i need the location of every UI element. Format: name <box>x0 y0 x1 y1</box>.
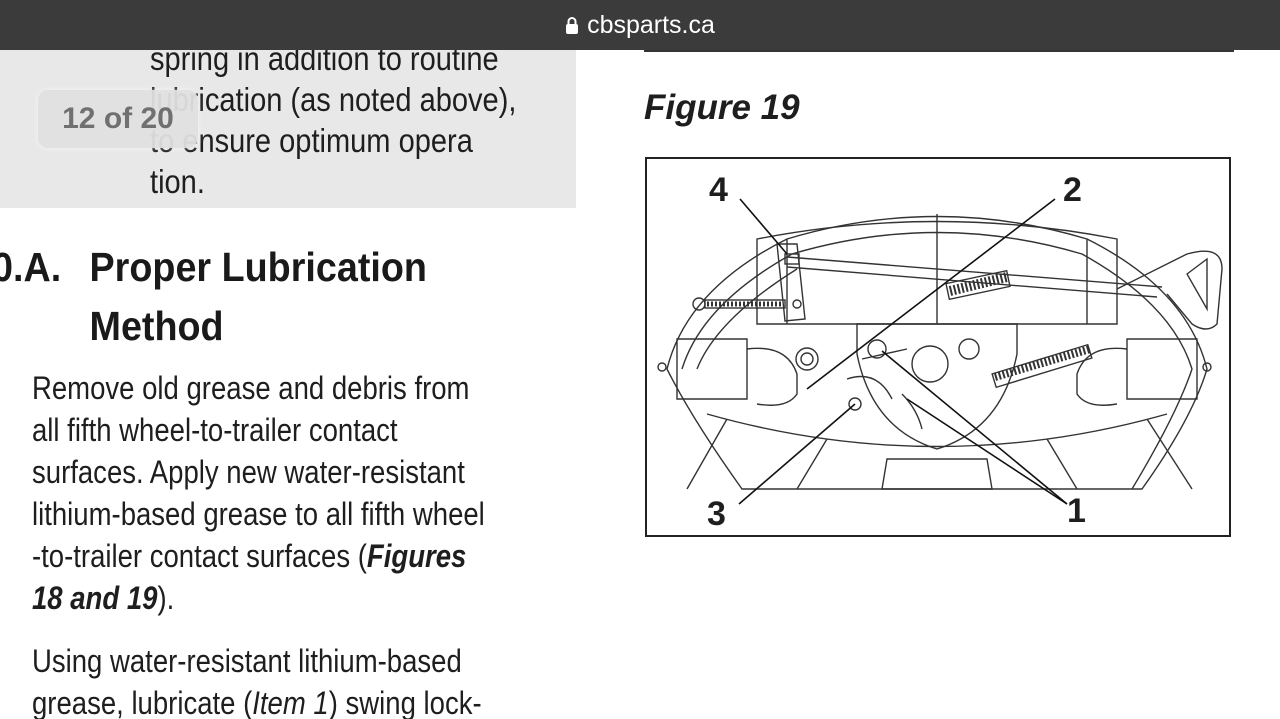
text-line: lithium-based grease to all fifth wheel <box>32 496 485 532</box>
browser-address-bar[interactable]: cbsparts.ca <box>0 0 1280 50</box>
lock-icon <box>566 17 579 34</box>
document-page[interactable]: spring in addition to routine lubricatio… <box>0 50 1280 719</box>
fifth-wheel-diagram <box>657 198 1223 505</box>
text-fragment: ). <box>157 580 175 616</box>
text-line: grease, lubricate (Item 1) swing lock- <box>32 682 514 719</box>
item-reference: Item 1 <box>252 685 329 719</box>
text-line: 18 and 19). <box>32 577 514 619</box>
divider <box>644 50 1234 52</box>
section-title-line-2: Method <box>89 303 224 349</box>
figure-illustration: 4 2 3 1 <box>645 157 1231 537</box>
text-line: to ensure optimum opera <box>150 122 473 159</box>
previous-paragraph: spring in addition to routine lubricatio… <box>150 50 520 202</box>
text-line: Remove old grease and debris from <box>32 370 470 406</box>
section-title-line-1: Proper Lubrication <box>89 244 427 290</box>
page-indicator: 12 of 20 <box>38 90 198 148</box>
callout-label: 2 <box>1063 171 1082 209</box>
figure-title: Figure 19 <box>644 88 800 127</box>
text-line: -to-trailer contact surfaces (Figures <box>32 535 514 577</box>
paragraph-2: Using water-resistant lithium-based grea… <box>32 640 514 719</box>
text-fragment: -to-trailer contact surfaces ( <box>32 538 367 574</box>
text-fragment: ) swing lock- <box>328 685 482 719</box>
figure-reference[interactable]: Figures <box>366 538 467 574</box>
callout-label: 3 <box>707 495 726 533</box>
text-line: lubrication (as noted above), <box>150 81 517 118</box>
section-number: 0.A. <box>0 244 62 290</box>
text-line: tion. <box>150 163 205 200</box>
text-line: Using water-resistant lithium-based <box>32 643 462 679</box>
callout-label: 4 <box>709 171 728 209</box>
text-fragment: grease, lubricate ( <box>32 685 253 719</box>
callout-label: 1 <box>1067 492 1086 530</box>
url-text: cbsparts.ca <box>587 10 715 39</box>
paragraph-1: Remove old grease and debris from all fi… <box>32 367 514 619</box>
text-line: spring in addition to routine <box>150 50 499 77</box>
text-line: surfaces. Apply new water-resistant <box>32 454 465 490</box>
text-line: all fifth wheel-to-trailer contact <box>32 412 398 448</box>
figure-reference[interactable]: 18 and 19 <box>32 580 158 616</box>
